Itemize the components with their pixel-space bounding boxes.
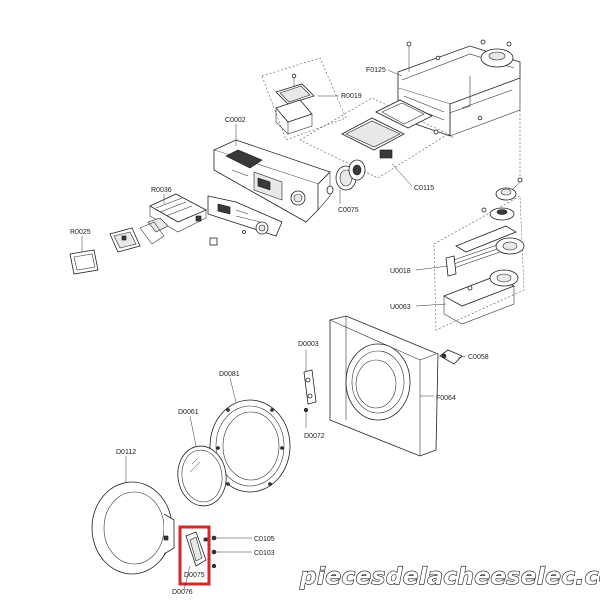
part-c0105-screw xyxy=(211,535,252,541)
part-labels: F0125 R0019 C0002 C0115 R0036 C0075 R002… xyxy=(70,67,489,596)
label-u0063: U0063 xyxy=(390,304,411,311)
label-d0112: D0112 xyxy=(116,449,136,456)
leader-lines xyxy=(81,69,467,591)
label-c0075: C0075 xyxy=(338,207,359,214)
label-f0125: F0125 xyxy=(366,67,386,74)
label-d0003: D0003 xyxy=(298,341,319,348)
label-c0058: C0058 xyxy=(468,354,489,361)
label-c0115: C0115 xyxy=(414,185,434,192)
label-d0061: D0061 xyxy=(178,409,199,416)
part-c0002-control-panel-frame xyxy=(212,139,331,223)
label-r0025: R0025 xyxy=(70,229,91,236)
part-d0061-glass xyxy=(177,445,227,507)
label-r0036: R0036 xyxy=(151,187,172,194)
part-d0075-handle xyxy=(185,531,209,567)
part-r0019-dashed-frame xyxy=(261,57,347,141)
label-d0072: D0072 xyxy=(304,433,325,440)
part-r0025-plate xyxy=(69,249,99,275)
part-c0058-clip xyxy=(439,349,463,365)
part-r0025-handle xyxy=(109,227,141,253)
watermark-text: piecesdelacheeselec.com xyxy=(299,564,600,590)
part-c0075-knob xyxy=(326,159,366,204)
part-f0064-cabinet-front xyxy=(329,315,439,457)
part-u0018-heater xyxy=(445,225,525,277)
part-r0019-module xyxy=(275,73,315,135)
part-d0081-door-ring xyxy=(209,399,291,493)
label-c0105: C0105 xyxy=(254,536,275,543)
label-c0103: C0103 xyxy=(254,550,275,557)
label-d0081: D0081 xyxy=(219,371,240,378)
label-u0018: U0018 xyxy=(390,268,411,275)
part-u0063-base xyxy=(443,269,519,325)
part-c0115-control-board xyxy=(341,99,439,159)
highlight-box-d0075 xyxy=(178,525,211,586)
label-f0064: F0064 xyxy=(436,395,456,402)
label-r0019: R0019 xyxy=(341,93,362,100)
label-d0076: D0076 xyxy=(172,589,193,596)
label-d0075: D0075 xyxy=(184,572,205,579)
part-d0112-outer-door xyxy=(91,481,175,575)
part-c0103-screw xyxy=(211,549,252,569)
label-c0002: C0002 xyxy=(225,117,246,124)
part-d0003-hinge xyxy=(303,350,317,413)
part-front-control-plate xyxy=(195,195,283,246)
part-u0018-motor-top xyxy=(481,177,523,221)
